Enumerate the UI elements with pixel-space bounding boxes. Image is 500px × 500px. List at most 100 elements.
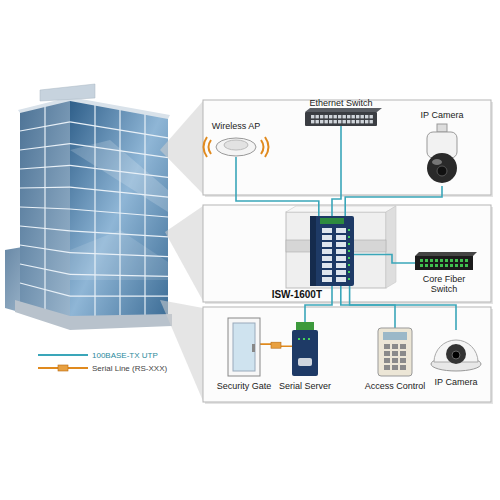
device-detail [233, 323, 255, 371]
window-line [119, 109, 120, 317]
device-detail [322, 270, 332, 275]
window-line [70, 209, 168, 217]
device-detail [455, 259, 458, 262]
window-line [44, 106, 45, 310]
label-group: Security Gate [217, 381, 272, 391]
device-detail [320, 120, 323, 123]
device-detail [384, 358, 390, 363]
device-detail [305, 112, 377, 126]
device-node: Access Control [378, 328, 412, 376]
device-detail [392, 358, 398, 363]
device-node: Serial Server [292, 322, 318, 376]
device-label: Wireless AP [212, 121, 261, 131]
device-detail [437, 124, 447, 132]
device-detail [460, 264, 463, 267]
label-group: ISW-1600T [272, 289, 322, 300]
window-line [144, 114, 145, 317]
device-detail [347, 115, 350, 118]
label-group: Serial Server [279, 381, 331, 391]
device-detail [348, 229, 350, 231]
device-detail [460, 259, 463, 262]
device-detail [316, 120, 319, 123]
device-detail [450, 259, 453, 262]
device-detail [348, 257, 350, 259]
label-group: Access Control [365, 381, 426, 391]
device-label: IP Camera [435, 377, 478, 387]
device-detail [338, 120, 341, 123]
building-base [15, 300, 172, 330]
window-grid [20, 105, 168, 318]
device-detail [261, 140, 264, 154]
serial-link [260, 342, 292, 348]
device-detail [308, 338, 310, 340]
legend-text: 100BASE-TX UTP [92, 351, 158, 360]
device-detail [343, 115, 346, 118]
device-icon [292, 322, 318, 376]
device-detail [455, 264, 458, 267]
window-line [70, 274, 168, 276]
device-detail [392, 344, 398, 349]
glass-reflection [70, 140, 168, 212]
device-detail [252, 344, 255, 352]
device-detail [432, 159, 442, 165]
device-detail [343, 120, 346, 123]
device-label: Ethernet Switch [309, 98, 372, 108]
device-node: Core Fiber Switch [415, 256, 473, 270]
device-label: IP Camera [421, 110, 464, 120]
window-line [70, 144, 168, 158]
device-detail [440, 259, 443, 262]
serial-connector-box [271, 342, 281, 348]
label-group: Ethernet Switch [309, 98, 372, 108]
callout-wedge [165, 206, 203, 301]
device-detail [329, 115, 332, 118]
device-icon [310, 216, 354, 286]
device-detail [348, 243, 350, 245]
glass-reflection [70, 230, 168, 280]
window-line [70, 165, 168, 177]
device-detail [334, 120, 337, 123]
device-detail [384, 351, 390, 356]
link-line [236, 157, 319, 216]
device-detail [392, 351, 398, 356]
device-detail [361, 115, 364, 118]
enclosure-top [286, 206, 396, 212]
link-line [354, 255, 415, 264]
device-detail [400, 344, 406, 349]
device-detail [440, 264, 443, 267]
device-detail [465, 264, 468, 267]
building-side-face [20, 100, 70, 318]
device-detail [352, 120, 355, 123]
label-group: IP Camera [435, 377, 478, 387]
window-line [70, 253, 168, 257]
window-line [70, 231, 168, 237]
device-detail [224, 140, 248, 150]
device-detail [400, 358, 406, 363]
link-line [332, 126, 341, 216]
device-icon [228, 318, 260, 376]
device-detail [400, 365, 406, 370]
floor-panel [203, 205, 491, 302]
device-detail [356, 120, 359, 123]
device-label: Access Control [365, 381, 426, 391]
legend-text: Serial Line (RS-XXX) [92, 364, 167, 373]
device-icon [215, 135, 257, 157]
device-detail [347, 120, 350, 123]
window-line [70, 296, 168, 297]
device-detail [336, 249, 346, 254]
device-detail [204, 137, 208, 157]
device-detail [325, 120, 328, 123]
device-detail [296, 322, 314, 331]
device-detail [322, 249, 332, 254]
label-group: IP Camera [421, 110, 464, 120]
device-detail [452, 351, 460, 359]
device-detail [425, 259, 428, 262]
device-detail [348, 271, 350, 273]
device-detail [420, 264, 423, 267]
label-group: Wireless AP [212, 121, 261, 131]
device-detail [383, 332, 407, 340]
device-detail [216, 138, 256, 156]
device-detail [361, 120, 364, 123]
device-detail [365, 120, 368, 123]
